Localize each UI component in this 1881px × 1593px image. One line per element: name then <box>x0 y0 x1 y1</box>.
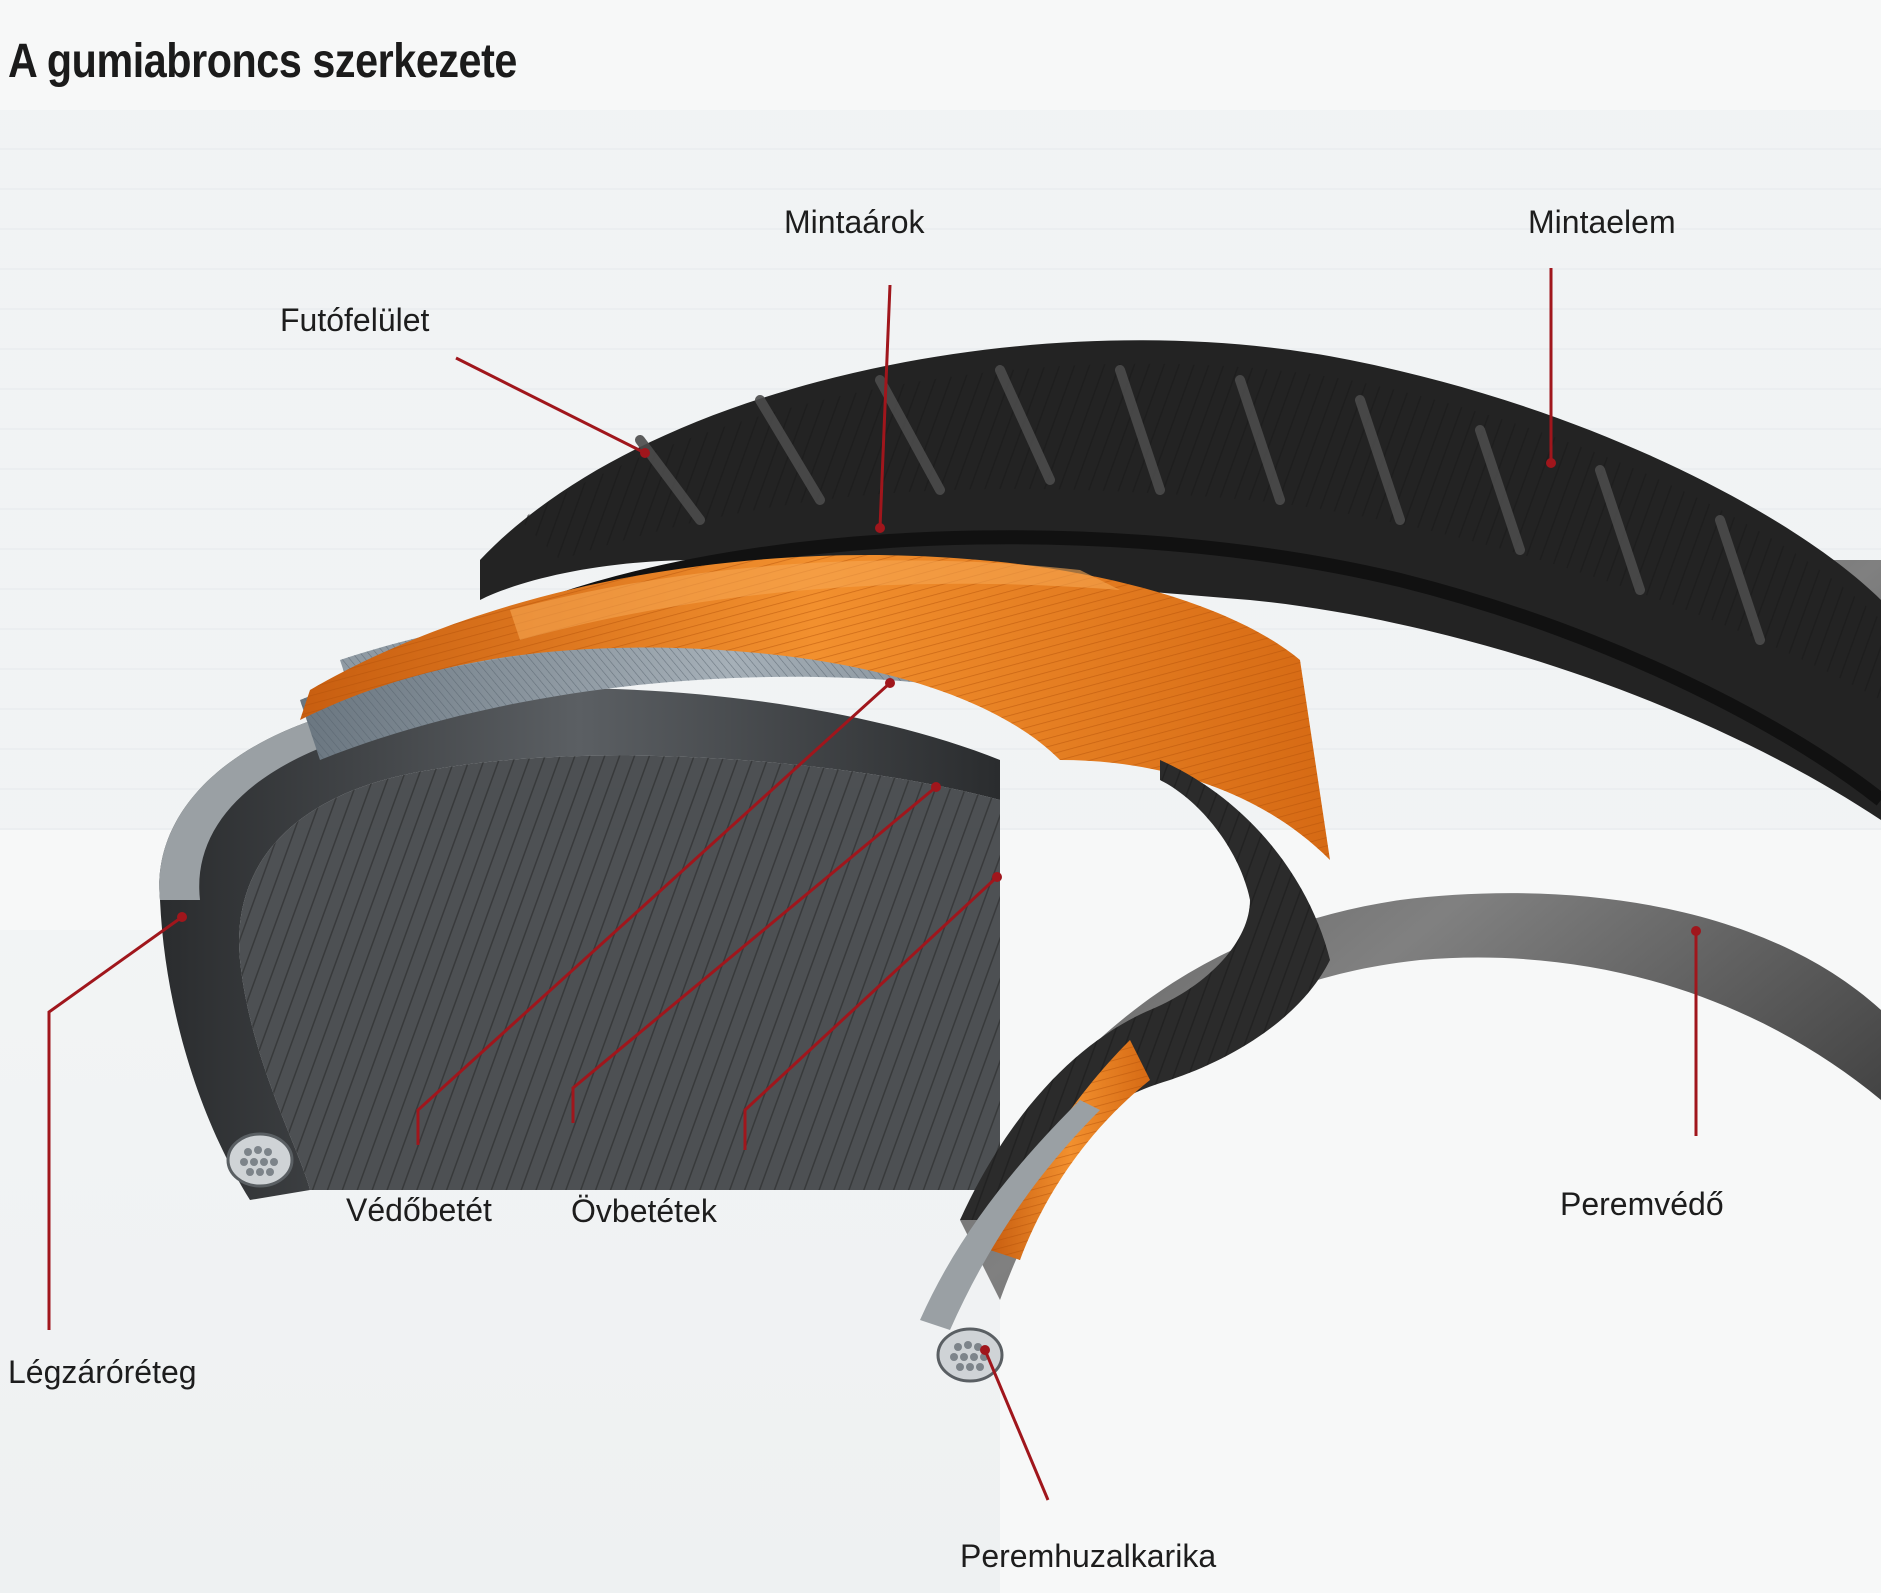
left-bead-wire <box>226 1132 294 1188</box>
label-futofelulet: Futófelület <box>280 302 430 338</box>
leader-futofelulet <box>455 356 646 455</box>
leader-legzarotreteg <box>47 915 183 1330</box>
label-vedobetet: Védőbetét <box>346 1192 492 1228</box>
leader-vedobetet <box>416 681 892 1145</box>
leader-ovbetetek-2 <box>743 875 999 1150</box>
label-legzarotreteg: Légzáróréteg <box>8 1354 197 1390</box>
page-title: A gumiabroncs szerkezete <box>8 35 517 88</box>
leader-lines <box>47 268 1698 1501</box>
right-bead-wire <box>936 1327 1004 1383</box>
label-mintaarok: Mintaárok <box>784 204 925 240</box>
leader-dots <box>177 448 1701 1355</box>
label-mintaelem: Mintaelem <box>1528 204 1676 240</box>
label-ovbetetek: Övbetétek <box>571 1193 717 1229</box>
leader-ovbetetek <box>571 785 937 1123</box>
label-peremvedo: Peremvédő <box>1560 1186 1724 1222</box>
tire-sidewall <box>960 560 1881 1300</box>
leader-peremhuzalkarika <box>983 1349 1050 1501</box>
leader-mintaarok <box>878 284 892 529</box>
label-peremhuzalkarika: Peremhuzalkarika <box>960 1538 1217 1574</box>
